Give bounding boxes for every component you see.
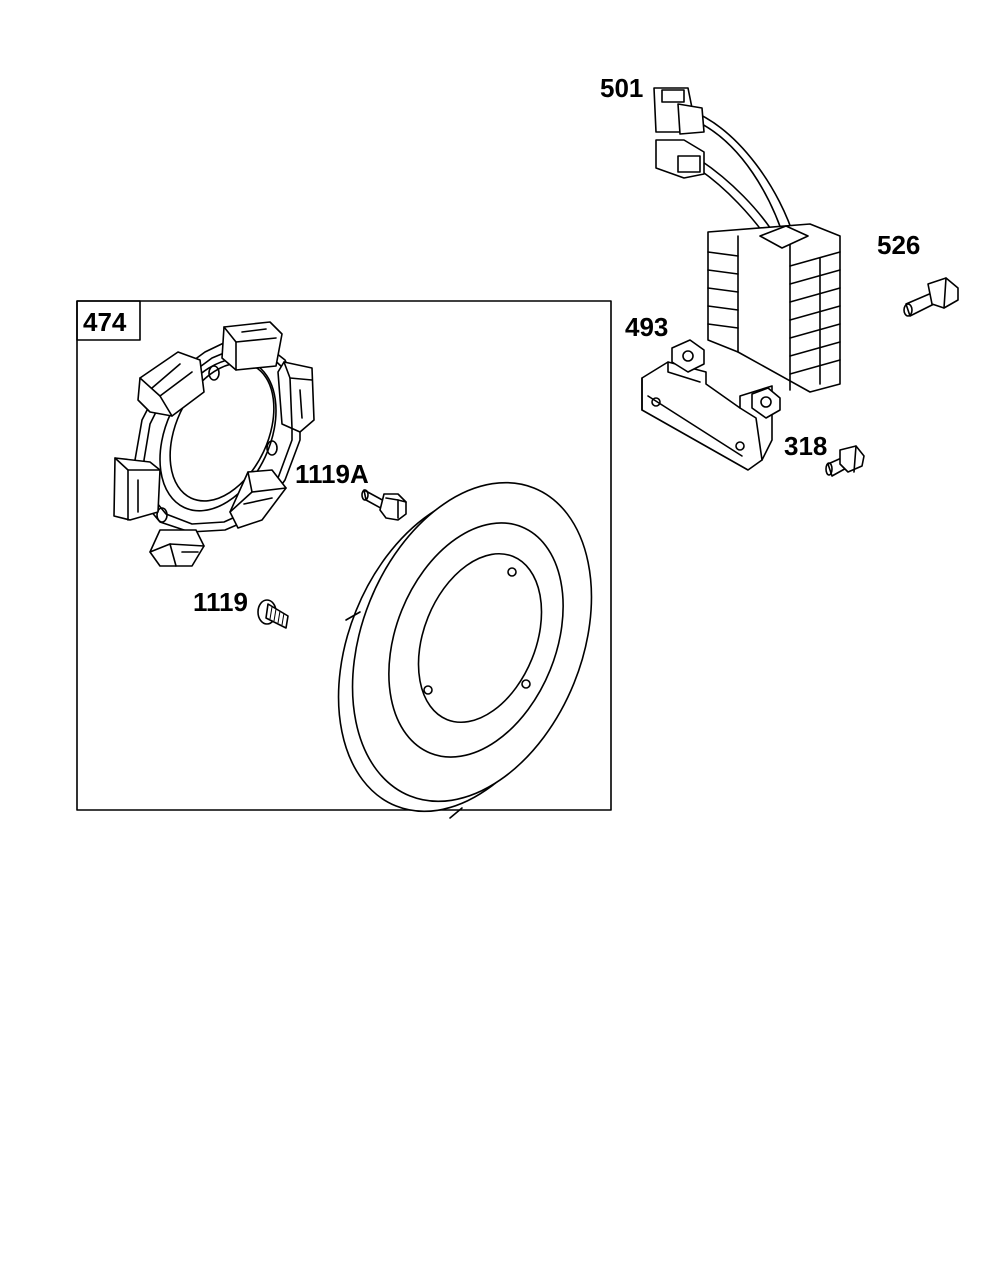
bracket-493: 493 bbox=[625, 312, 781, 471]
stator-coil bbox=[149, 529, 205, 567]
stator-part bbox=[113, 321, 315, 567]
nut bbox=[671, 339, 705, 373]
stator-coil bbox=[137, 351, 205, 417]
wire-connector bbox=[653, 87, 705, 135]
callout-1119a: 1119A bbox=[295, 459, 369, 489]
callout-501: 501 bbox=[600, 73, 643, 103]
flywheel-ring bbox=[337, 481, 593, 819]
callout-474: 474 bbox=[83, 307, 127, 337]
callout-318: 318 bbox=[784, 431, 827, 461]
callout-1119: 1119 bbox=[193, 587, 248, 617]
callout-526: 526 bbox=[877, 230, 920, 260]
callout-493: 493 bbox=[625, 312, 668, 342]
bolt-318: 318 bbox=[784, 431, 865, 477]
screw-1119: 1119 bbox=[193, 587, 289, 629]
bolt-526: 526 bbox=[877, 230, 959, 317]
stator-coil bbox=[277, 361, 315, 433]
wire-connector bbox=[655, 139, 705, 179]
nut bbox=[751, 387, 781, 419]
stator-coil bbox=[221, 321, 283, 371]
kit-474-frame: 474 bbox=[76, 300, 612, 811]
bolt-1119a: 1119A bbox=[295, 459, 407, 521]
stator-coil bbox=[229, 469, 287, 529]
stator-coil bbox=[113, 457, 161, 521]
regulator-501: 501 bbox=[600, 73, 841, 393]
